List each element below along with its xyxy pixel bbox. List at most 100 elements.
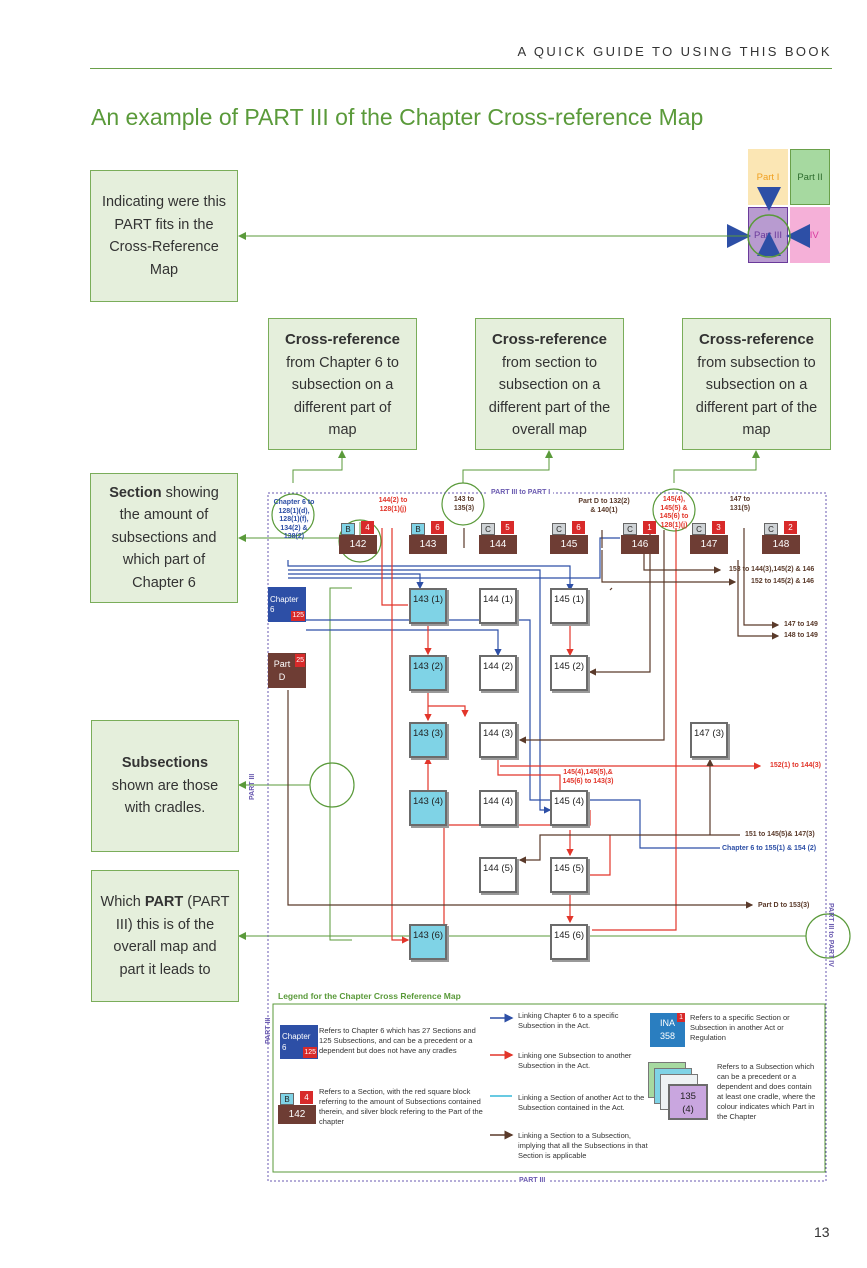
- xref-box-subsection: Cross-reference from subsection to subse…: [682, 318, 831, 450]
- callout-section-rest: showing the amount of subsections and wh…: [111, 484, 219, 591]
- legend-section-letter: B: [280, 1093, 294, 1105]
- section-block[interactable]: C 2 148: [762, 521, 800, 555]
- part3-to-part1-label: PART III to PART I: [488, 489, 554, 498]
- ref-147-label: 147 to 131(5): [729, 496, 751, 512]
- subsection-145-2[interactable]: 145 (2): [550, 655, 588, 691]
- callout-subsections-rest: shown are those with cradles.: [111, 777, 219, 817]
- callout-which-pre: Which: [100, 894, 141, 910]
- section-block[interactable]: C 6 145: [550, 521, 588, 555]
- section-block[interactable]: B 4 142: [339, 521, 377, 555]
- legend-red-line-desc: Linking one Subsection to another Subsec…: [518, 1051, 632, 1070]
- partd-ref-label: Part D to 132(2) & 140(1): [578, 498, 630, 514]
- legend-section-number: 142: [278, 1105, 316, 1124]
- section-number: 148: [762, 535, 800, 554]
- callout-which-part: Which PART (PART III) this is of the ove…: [91, 870, 239, 1002]
- legend-ina-desc: Refers to a specific Section or Subsecti…: [690, 1013, 790, 1042]
- legend-brown-line-desc: Linking a Section to a Subsection, imply…: [518, 1131, 648, 1160]
- subsection-144-5[interactable]: 144 (5): [479, 857, 517, 893]
- right-ref-1: 153 to 144(3),145(2) & 146: [729, 566, 815, 573]
- page-title: An example of PART III of the Chapter Cr…: [91, 104, 704, 130]
- xref-box-section: Cross-reference from section to subsecti…: [475, 318, 624, 450]
- page-number: 13: [814, 1224, 830, 1240]
- ref-143-label: 143 to 135(3): [453, 496, 475, 512]
- legend-section-desc: Refers to a Section, with the red square…: [319, 1087, 483, 1126]
- section-block[interactable]: C 5 144: [479, 521, 517, 555]
- chapter-6-count: 125: [291, 611, 305, 621]
- section-number: 144: [479, 535, 517, 554]
- section-letter: C: [692, 523, 706, 535]
- subsection-143-4[interactable]: 143 (4): [409, 790, 447, 826]
- right-ref-3: 147 to 149: [784, 621, 818, 628]
- running-header: A QUICK GUIDE TO USING THIS BOOK: [517, 44, 832, 59]
- part3-bottom-label: PART III: [516, 1177, 549, 1186]
- part-ii-tile: Part II: [790, 149, 830, 205]
- section-block[interactable]: C 1 146: [621, 521, 659, 555]
- subsection-145-6[interactable]: 145 (6): [550, 924, 588, 960]
- right-ref-4: 148 to 149: [784, 632, 818, 639]
- ref-145-label: 145(4), 145(5) & 145(6) to 128(1)(j): [659, 496, 689, 529]
- section-block[interactable]: C 3 147: [690, 521, 728, 555]
- subsection-144-2[interactable]: 144 (2): [479, 655, 517, 691]
- legend-title: Legend for the Chapter Cross Reference M…: [276, 991, 463, 1001]
- subsection-147-3[interactable]: 147 (3): [690, 722, 728, 758]
- section-letter: C: [552, 523, 566, 535]
- part-d-box[interactable]: Part D 25: [268, 653, 306, 688]
- callout-where-fits-text: Indicating were this PART fits in the Cr…: [101, 194, 227, 278]
- subsection-143-1[interactable]: 143 (1): [409, 588, 447, 624]
- section-letter: B: [341, 523, 355, 535]
- callout-section-text: Section showing the amount of subsection…: [99, 482, 229, 595]
- section-number: 147: [690, 535, 728, 554]
- subsection-145-5[interactable]: 145 (5): [550, 857, 588, 893]
- xref-box-chapter: Cross-reference from Chapter 6 to subsec…: [268, 318, 417, 450]
- callout-which-text: Which PART (PART III) this is of the ove…: [100, 891, 230, 981]
- subsection-145-4[interactable]: 145 (4): [550, 790, 588, 826]
- right-ref-6: 151 to 145(5)& 147(3): [745, 831, 815, 838]
- subsection-144-1[interactable]: 144 (1): [479, 588, 517, 624]
- legend-stack: 135 (4): [648, 1062, 710, 1122]
- subsection-143-6[interactable]: 143 (6): [409, 924, 447, 960]
- right-ref-7: Chapter 6 to 155(1) & 154 (2): [722, 845, 817, 852]
- subsection-count: 5: [501, 521, 514, 534]
- legend-ina-number: 358: [659, 1031, 676, 1041]
- section-letter: C: [623, 523, 637, 535]
- part-d-label: Part D: [273, 659, 291, 682]
- section-number: 146: [621, 535, 659, 554]
- legend-part-label: PART III: [265, 1017, 272, 1044]
- part3-left-label: PART III: [249, 773, 256, 800]
- callout-subsections-bold: Subsections: [121, 755, 209, 772]
- subsection-143-2[interactable]: 143 (2): [409, 655, 447, 691]
- subsection-145-1[interactable]: 145 (1): [550, 588, 588, 624]
- subsection-144-3[interactable]: 144 (3): [479, 722, 517, 758]
- chapter-6-box[interactable]: Chapter 6 125: [268, 587, 306, 622]
- legend-cyan-line-desc: Linking a Section of another Act to the …: [518, 1093, 645, 1112]
- subsection-count: 1: [643, 521, 656, 534]
- subsection-count: 4: [361, 521, 374, 534]
- section-letter: C: [764, 523, 778, 535]
- legend-section-count: 4: [300, 1091, 313, 1104]
- subsection-143-3[interactable]: 143 (3): [409, 722, 447, 758]
- xref-heading: Cross-reference: [698, 331, 815, 348]
- section-letter: B: [411, 523, 425, 535]
- part-d-count: 25: [295, 654, 305, 667]
- mid-ref-label: 145(4),145(5),& 145(6) to 143(3): [562, 769, 614, 785]
- xref-heading: Cross-reference: [284, 331, 401, 348]
- legend-chapter-label: Chapter 6: [282, 1032, 311, 1052]
- subsection-count: 3: [712, 521, 725, 534]
- legend-chapter-count: 125: [303, 1047, 317, 1058]
- legend-chapter-box: Chapter 6 125: [280, 1025, 318, 1059]
- right-ref-5: 152(1) to 144(3): [770, 762, 821, 769]
- subsection-count: 6: [572, 521, 585, 534]
- legend-chapter-desc: Refers to Chapter 6 which has 27 Section…: [319, 1026, 476, 1055]
- legend-section-block: B 4 142: [278, 1091, 316, 1125]
- callout-subsections: Subsections shown are those with cradles…: [91, 720, 239, 852]
- callout-section-bold: Section: [109, 484, 162, 501]
- section-block[interactable]: B 6 143: [409, 521, 447, 555]
- section-letter: C: [481, 523, 495, 535]
- stack-layer-purple: 135 (4): [668, 1084, 708, 1120]
- subsection-144-4[interactable]: 144 (4): [479, 790, 517, 826]
- xref-body: from Chapter 6 to subsection on a differ…: [286, 354, 399, 439]
- header-rule: [90, 68, 832, 69]
- right-ref-2: 152 to 145(2) & 146: [751, 578, 815, 585]
- xref-body: from subsection to subsection on a diffe…: [695, 354, 818, 439]
- part3-to-part4-label: PART III to PART IV: [827, 903, 834, 967]
